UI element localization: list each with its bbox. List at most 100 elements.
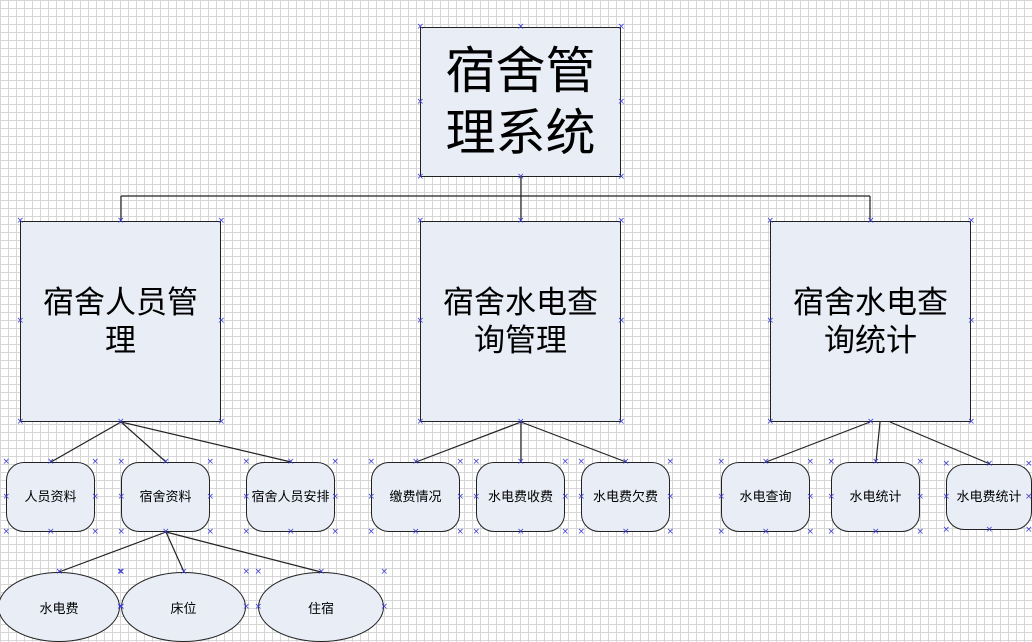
leaf-label: 缴费情况 — [389, 489, 442, 505]
connection-point-icon: × — [416, 96, 425, 107]
connection-point-icon: × — [717, 456, 726, 467]
connection-point-icon: × — [206, 491, 215, 502]
leaf-node-staff-assignment[interactable]: 宿舍人员安排 — [246, 462, 335, 532]
connection-point-icon: × — [967, 215, 976, 226]
connection-point-icon: × — [622, 526, 630, 537]
connection-point-icon: × — [942, 458, 951, 469]
connection-point-icon: × — [412, 526, 420, 537]
connection-point-icon: × — [416, 171, 425, 182]
root-label: 宿舍管理系统 — [445, 42, 596, 162]
connection-point-icon: × — [561, 526, 570, 537]
connection-point-icon: × — [472, 456, 481, 467]
leaf-label: 水电统计 — [849, 489, 902, 505]
connection-point-icon: × — [47, 526, 55, 537]
connection-point-icon: × — [117, 566, 126, 577]
branch-label: 宿舍水电查询统计 — [793, 284, 948, 359]
connection-point-icon: × — [162, 456, 170, 467]
connection-point-icon: × — [287, 526, 295, 537]
connection-point-icon: × — [217, 316, 226, 326]
connection-point-icon: × — [827, 456, 836, 467]
connection-point-icon: × — [577, 456, 586, 467]
connection-point-icon: × — [1025, 524, 1032, 535]
leaf-node-dorm-info[interactable]: 宿舍资料 — [121, 462, 210, 532]
connection-point-icon: × — [517, 526, 525, 537]
connection-point-icon: × — [967, 416, 976, 427]
leaf-label: 水电查询 — [739, 489, 792, 505]
connection-point-icon: × — [517, 171, 525, 182]
connection-point-icon: × — [117, 491, 126, 502]
leaf-node-fee-arrears[interactable]: 水电费欠费 — [581, 462, 670, 532]
connection-point-icon: × — [867, 215, 875, 226]
leaf-node-fee-stats[interactable]: 水电费统计 — [946, 464, 1032, 530]
connection-point-icon: × — [2, 456, 11, 467]
connection-point-icon: × — [766, 316, 775, 326]
branch-node-dorm-staff[interactable]: 宿舍人员管理 — [20, 221, 221, 422]
connection-point-icon: × — [577, 526, 586, 537]
leaf-node-fee-collection[interactable]: 水电费收费 — [476, 462, 565, 532]
connection-point-icon: × — [91, 491, 100, 502]
connection-point-icon: × — [666, 456, 675, 467]
connection-point-icon: × — [416, 316, 425, 326]
leaf-node-staff-info[interactable]: 人员资料 — [6, 462, 95, 532]
connection-point-icon: × — [331, 526, 340, 537]
connection-point-icon: × — [2, 526, 11, 537]
branch-node-utility-query-mgmt[interactable]: 宿舍水电查询管理 — [420, 221, 621, 422]
connection-point-icon: × — [367, 526, 376, 537]
connection-point-icon: × — [117, 416, 125, 427]
connection-point-icon: × — [16, 215, 25, 226]
ellipse-label: 水电费 — [39, 601, 79, 617]
connection-point-icon: × — [916, 491, 925, 502]
connection-point-icon: × — [117, 601, 126, 612]
connection-point-icon: × — [206, 456, 215, 467]
connection-point-icon: × — [254, 566, 263, 577]
ellipse-node-lodging[interactable]: 住宿 — [258, 572, 384, 642]
connection-point-icon: × — [617, 416, 626, 427]
connection-point-icon: × — [242, 566, 251, 577]
connection-point-icon: × — [16, 316, 25, 326]
connection-point-icon: × — [331, 456, 340, 467]
connection-point-icon: × — [942, 491, 951, 502]
connection-point-icon: × — [867, 416, 875, 427]
branch-node-utility-query-stats[interactable]: 宿舍水电查询统计 — [770, 221, 971, 422]
connection-point-icon: × — [117, 526, 126, 537]
connection-point-icon: × — [666, 491, 675, 502]
connection-point-icon: × — [412, 456, 420, 467]
root-node[interactable]: 宿舍管理系统 — [420, 27, 621, 177]
connection-point-icon: × — [472, 526, 481, 537]
connection-point-icon: × — [380, 601, 389, 612]
leaf-label: 水电费收费 — [487, 489, 553, 505]
ellipse-node-bed[interactable]: 床位 — [121, 572, 246, 642]
connection-point-icon: × — [666, 526, 675, 537]
connection-point-icon: × — [1025, 491, 1032, 502]
connection-point-icon: × — [416, 416, 425, 427]
connection-point-icon: × — [577, 491, 586, 502]
leaf-node-payment-status[interactable]: 缴费情况 — [371, 462, 460, 532]
connection-point-icon: × — [117, 456, 126, 467]
connection-point-icon: × — [367, 491, 376, 502]
connection-point-icon: × — [766, 215, 775, 226]
connection-point-icon: × — [317, 566, 326, 577]
connection-point-icon: × — [617, 316, 626, 326]
connection-point-icon: × — [1025, 458, 1032, 469]
leaf-node-utility-stats[interactable]: 水电统计 — [831, 462, 920, 532]
connection-point-icon: × — [254, 601, 263, 612]
connection-point-icon: × — [47, 456, 55, 467]
connection-point-icon: × — [456, 456, 465, 467]
connection-point-icon: × — [456, 526, 465, 537]
connection-point-icon: × — [561, 456, 570, 467]
connection-point-icon: × — [872, 526, 880, 537]
connection-point-icon: × — [617, 21, 626, 32]
connection-point-icon: × — [617, 96, 626, 107]
leaf-label: 宿舍人员安排 — [251, 489, 330, 505]
leaf-label: 人员资料 — [24, 489, 77, 505]
connection-point-icon: × — [517, 21, 525, 32]
connection-point-icon: × — [762, 456, 770, 467]
ellipse-node-utility-fee[interactable]: 水电费 — [0, 572, 120, 642]
leaf-node-utility-query[interactable]: 水电查询 — [721, 462, 810, 532]
connection-point-icon: × — [117, 215, 125, 226]
connection-point-icon: × — [942, 524, 951, 535]
connection-point-icon: × — [242, 526, 251, 537]
connection-point-icon: × — [617, 215, 626, 226]
connection-point-icon: × — [116, 601, 125, 612]
